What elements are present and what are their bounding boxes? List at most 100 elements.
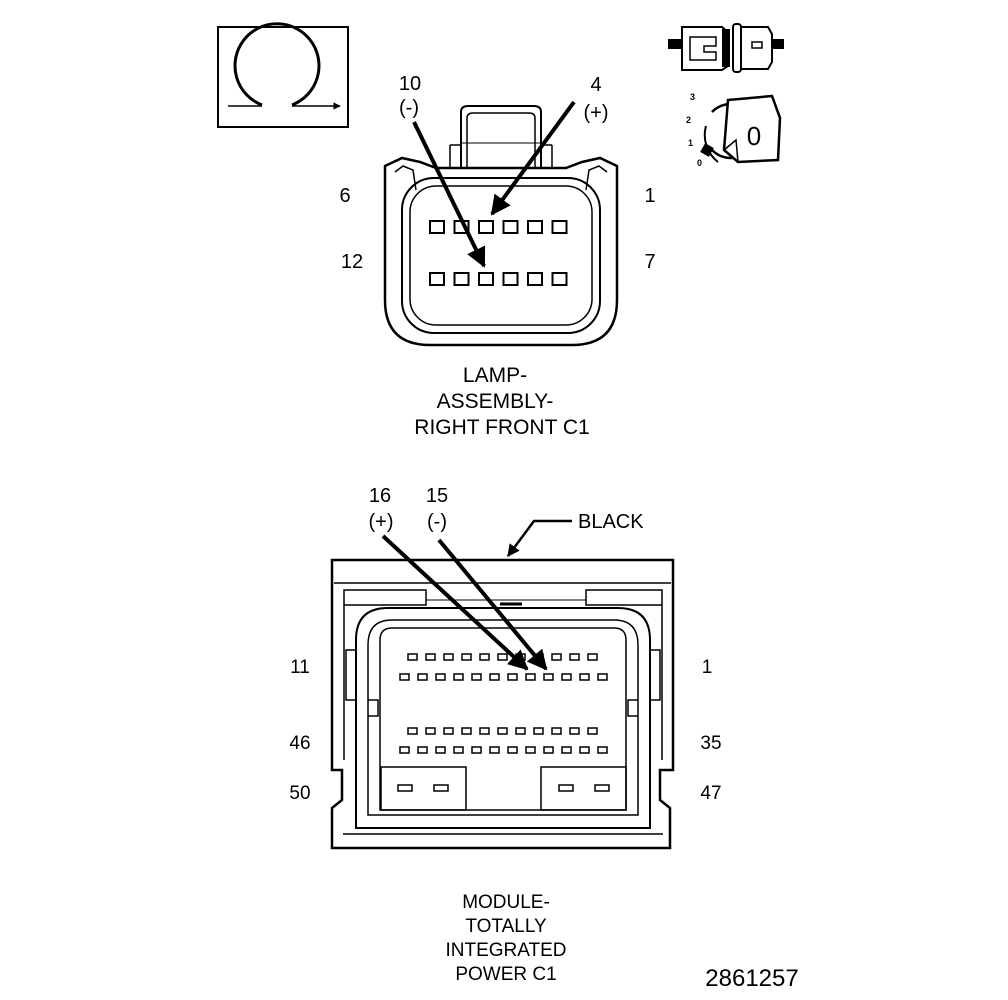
tipm-pin-label-50: 50 [289,783,310,804]
tipm-pin-cavity [479,727,490,735]
tipm-pin-cavity [569,653,580,661]
lamp-pin-label-12: 12 [341,251,363,273]
lamp-pin-cavity [527,272,543,286]
tipm-pin-label-11: 11 [290,657,310,678]
lamp-connector [383,105,619,347]
tipm-pin-cavity [561,746,572,754]
tipm-pin-cavity [597,673,608,681]
tipm-pin-cavity [453,673,464,681]
tipm-callout-arrow-16 [381,534,529,671]
tipm-pin-cavity [507,746,518,754]
tipm-pin-cavity [443,727,454,735]
ignition-scale-1: 1 [688,138,693,148]
tipm-pin-cavity [489,746,500,754]
tipm-pin-cavity [579,673,590,681]
lamp-pin-cavity [551,272,568,286]
tipm-pin-label-46: 46 [289,733,310,754]
tipm-connector-title-line4: POWER C1 [455,964,556,985]
tipm-pin-cavity [569,727,580,735]
lamp-pin-cavity [429,220,445,234]
tipm-pin-label-47: 47 [700,783,721,804]
tipm-pin-cavity [461,727,472,735]
tipm-pin-cavity [443,653,454,661]
tipm-callout-pin-15: 15 [426,485,448,507]
lamp-pin-cavity [551,220,568,234]
tipm-pin-cavity [558,784,574,792]
lamp-pin-cavity [429,272,445,286]
tipm-pin-cavity [525,746,536,754]
ignition-scale-2: 2 [686,115,691,125]
tipm-pin-cavity [489,673,500,681]
ignition-key-icon: 3 2 1 0 0 [686,92,782,168]
tipm-pin-cavity [594,784,610,792]
lamp-callout-arrow-4 [490,100,576,216]
tipm-pin-cavity [587,727,598,735]
tipm-callout-arrow-15 [437,538,548,671]
tipm-pin-cavity [397,784,413,792]
tipm-pin-cavity [425,653,436,661]
lamp-callout-pin-10: 10 [399,73,421,95]
lamp-pin-cavity [527,220,543,234]
lamp-connector-title-line3: RIGHT FRONT C1 [414,416,589,439]
tipm-pin-cavity [597,746,608,754]
lamp-callout-polarity-4: (+) [584,102,609,124]
lamp-connector-title-line1: LAMP- [463,364,527,387]
lamp-pin-label-1: 1 [644,185,655,207]
tipm-pin-cavity [399,746,410,754]
lamp-callout-pin-4: 4 [590,74,601,96]
tipm-pin-cavity [525,673,536,681]
tipm-connector-title-line1: MODULE- [462,892,550,913]
tipm-pin-cavity [407,653,418,661]
tipm-pin-cavity [587,653,598,661]
tipm-connector [330,558,675,850]
tipm-pin-cavity [579,746,590,754]
lamp-pin-cavity [478,220,494,234]
view-symbol-icon [217,22,349,128]
tipm-color-leader [506,519,572,558]
tipm-pin-cavity [433,784,449,792]
lamp-pin-label-6: 6 [339,185,350,207]
lamp-pin-cavity [478,272,494,286]
lamp-pin-cavity [502,220,519,234]
tipm-pin-cavity [407,727,418,735]
tipm-connector-title-line3: INTEGRATED [445,940,566,961]
tipm-pin-cavity [507,673,518,681]
tipm-pin-cavity [471,673,482,681]
tipm-pin-label-35: 35 [700,733,721,754]
tipm-pin-cavity [497,653,508,661]
tipm-pin-cavity [515,727,526,735]
tipm-pin-cavity [453,746,464,754]
tipm-callout-pin-16: 16 [369,485,391,507]
tipm-pin-cavity [417,746,428,754]
tipm-callout-polarity-16: (+) [369,511,394,533]
lamp-pin-label-7: 7 [644,251,655,273]
lamp-pin-cavity [502,272,519,286]
tipm-pin-cavity [543,746,554,754]
ignition-scale-3: 3 [690,92,695,102]
ignition-scale-0: 0 [697,158,702,168]
tipm-pin-cavity [471,746,482,754]
lamp-callout-arrow-10 [412,121,486,268]
ignition-key-label: 0 [747,121,761,151]
tipm-pin-cavity [435,673,446,681]
tipm-color-label: BLACK [578,511,644,533]
tipm-pin-cavity [543,673,554,681]
lamp-callout-polarity-10: (-) [399,97,419,119]
tipm-pin-cavity [561,673,572,681]
tipm-pin-cavity [551,653,562,661]
tipm-pin-cavity [533,727,544,735]
tipm-pin-cavity [551,727,562,735]
tipm-pin-cavity [497,727,508,735]
tipm-pin-cavity [479,653,490,661]
tipm-pin-cavity [417,673,428,681]
connector-plug-icon [668,23,784,73]
tipm-callout-polarity-15: (-) [427,511,447,533]
tipm-connector-title-line2: TOTALLY [465,916,547,937]
tipm-pin-cavity [425,727,436,735]
lamp-pin-cavity [453,272,470,286]
tipm-pin-cavity [461,653,472,661]
figure-number: 2861257 [705,965,798,992]
tipm-pin-label-1: 1 [702,657,713,678]
tipm-pin-cavity [399,673,410,681]
